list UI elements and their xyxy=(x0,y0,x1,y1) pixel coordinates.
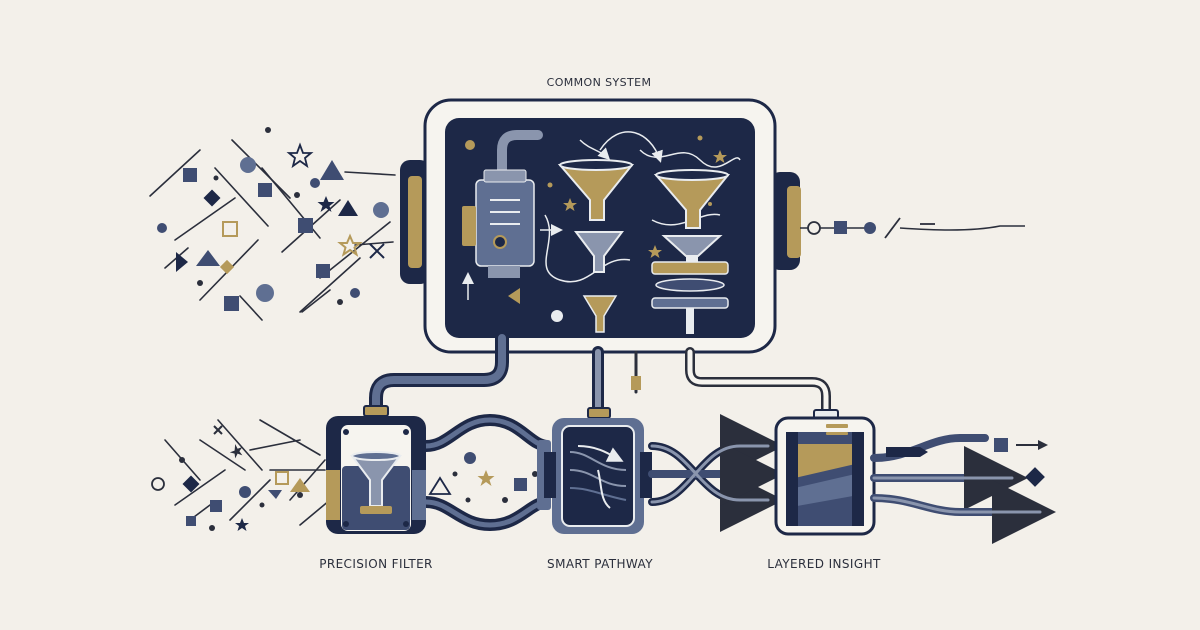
diamond-icon xyxy=(219,259,235,275)
layered-insight-module xyxy=(774,416,876,536)
square-icon xyxy=(298,218,313,233)
star-icon xyxy=(337,233,363,257)
scatter-shapes-bottom xyxy=(151,425,310,531)
precision-filter-module xyxy=(326,416,426,534)
scatter-shapes-top xyxy=(157,127,389,311)
diamond-icon xyxy=(182,475,200,493)
square-icon xyxy=(275,471,289,485)
diagram-title: COMMON SYSTEM xyxy=(546,76,652,89)
star-icon xyxy=(713,150,727,163)
gear-icon xyxy=(493,235,507,249)
funnel-icon xyxy=(574,231,624,273)
square-icon xyxy=(183,168,197,182)
funnel-icon xyxy=(661,235,723,264)
star-icon xyxy=(286,142,314,169)
funnel-icon xyxy=(653,169,731,229)
pipe-filter-to-pathway xyxy=(425,413,551,532)
pathway-to-insight-arrows xyxy=(648,414,784,532)
stage-label-layered-insight: LAYERED INSIGHT xyxy=(767,557,881,571)
circle-icon xyxy=(373,202,389,218)
star-icon xyxy=(563,198,577,211)
square-icon xyxy=(210,500,222,512)
circle-icon xyxy=(240,157,256,173)
star-icon xyxy=(648,245,662,258)
circle-icon xyxy=(864,222,876,234)
funnel-icon xyxy=(268,490,282,499)
circle-icon xyxy=(310,178,320,188)
circle-icon xyxy=(807,221,821,235)
star-icon xyxy=(229,444,243,459)
triangle-icon xyxy=(320,160,344,180)
cross-icon xyxy=(369,243,385,259)
circle-icon xyxy=(256,284,274,302)
square-icon xyxy=(222,221,238,237)
circle-icon xyxy=(157,223,167,233)
output-wire-top xyxy=(800,217,1025,239)
circle-icon xyxy=(239,486,251,498)
triangle-icon xyxy=(196,250,220,266)
square-icon xyxy=(994,438,1008,452)
funnel-icon xyxy=(350,451,402,507)
square-icon xyxy=(186,516,196,526)
diamond-icon xyxy=(203,189,221,207)
output-streams xyxy=(870,434,1056,544)
funnel-icon xyxy=(582,295,618,333)
triangle-icon xyxy=(338,200,358,216)
triangle-icon xyxy=(428,476,452,495)
star-icon xyxy=(317,196,335,212)
cross-icon xyxy=(213,425,223,435)
layer-stack xyxy=(651,261,729,334)
star-icon xyxy=(235,518,249,531)
processor-block xyxy=(462,169,535,278)
output-capsule xyxy=(886,447,928,457)
circle-icon xyxy=(151,477,165,491)
connector-pipes xyxy=(369,331,831,419)
square-icon xyxy=(834,221,847,234)
square-icon xyxy=(224,296,239,311)
circle-icon xyxy=(350,288,360,298)
smart-pathway-module xyxy=(544,418,652,534)
stage-label-precision-filter: PRECISION FILTER xyxy=(319,557,433,571)
square-icon xyxy=(258,183,272,197)
common-system-machine xyxy=(400,98,801,354)
square-icon xyxy=(514,478,527,491)
arrow-icon xyxy=(1016,440,1048,450)
triangle-icon xyxy=(290,478,310,492)
diamond-icon xyxy=(1025,467,1045,487)
triangle-icon xyxy=(508,288,520,304)
triangle-icon xyxy=(176,252,188,272)
input-scatter-bottom xyxy=(164,419,331,526)
funnel-icon xyxy=(557,159,635,221)
square-icon xyxy=(316,264,330,278)
stage-label-smart-pathway: SMART PATHWAY xyxy=(547,557,653,571)
star-icon xyxy=(477,470,495,486)
